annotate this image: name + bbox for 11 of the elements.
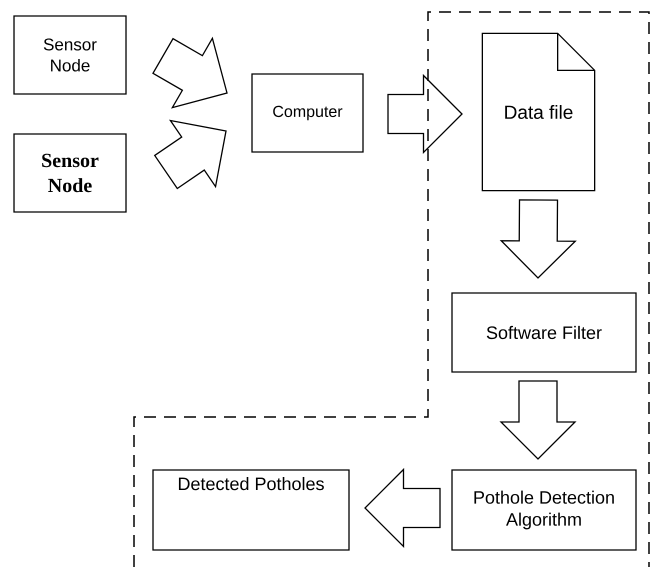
block-arrow [152,36,228,109]
process-box: Detected Potholes [152,469,350,551]
block-arrow [387,74,463,154]
process-box: Pothole Detection Algorithm [451,469,637,551]
block-arrow [500,199,577,279]
block-arrow [364,468,441,548]
process-box: Software Filter [451,292,637,373]
process-box: Computer [251,73,364,153]
block-arrow [499,380,577,460]
process-box: Sensor Node [13,133,127,213]
process-box: Sensor Node [13,15,127,95]
